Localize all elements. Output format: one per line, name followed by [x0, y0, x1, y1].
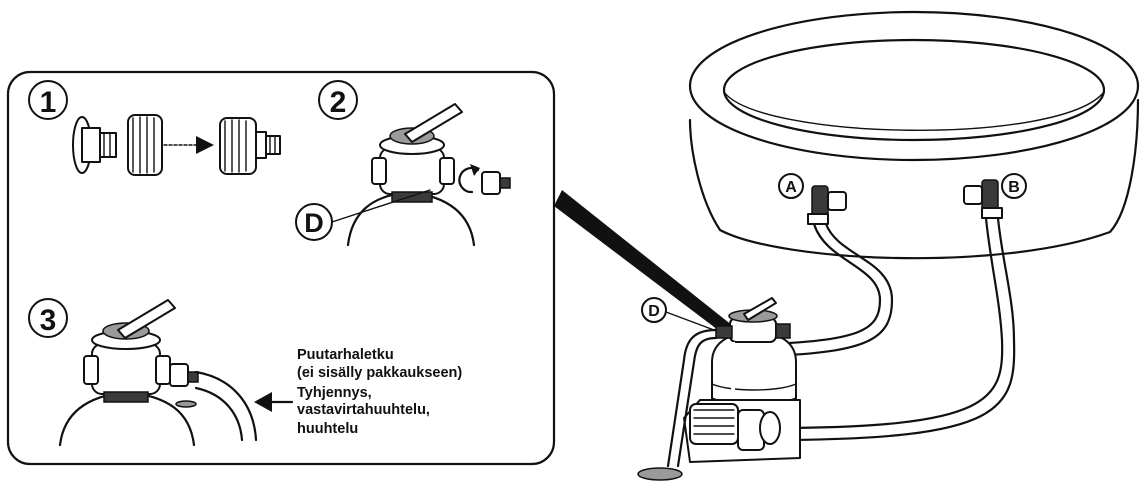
above-ground-pool	[688, 10, 1140, 260]
sand-filter-pump	[683, 297, 801, 463]
inset-frame	[6, 70, 556, 466]
step-3-badge	[28, 298, 68, 338]
label-b-badge	[1001, 173, 1027, 199]
label-d-leader	[331, 189, 431, 223]
label-d: D	[648, 303, 660, 320]
step-1-group: 1	[28, 80, 281, 176]
drain-puddle	[637, 467, 683, 481]
multiport-valve-step3	[83, 299, 176, 403]
multiport-valve	[371, 103, 463, 203]
valve-handle-step3	[117, 299, 176, 339]
drain-hose	[637, 328, 718, 481]
hose-arrow-head	[254, 392, 272, 412]
label-a-badge	[778, 173, 804, 199]
assembled-part	[219, 117, 281, 175]
step-1-number: 1	[40, 86, 57, 119]
connector-b	[963, 179, 1003, 219]
hose-b	[768, 216, 1016, 442]
zoom-pointer	[554, 190, 738, 336]
step-3-number: 3	[40, 304, 57, 337]
step-3-group: 3 Puutarhaletku (ei sisälly pakkaukseen)	[28, 298, 462, 447]
connector-a	[807, 185, 847, 225]
nut-part	[127, 114, 163, 176]
drain-cap	[458, 164, 511, 195]
caption-line-3: Tyhjennys,	[297, 385, 372, 401]
step-1-badge	[28, 80, 68, 120]
caption-line-1: Puutarhaletku	[297, 347, 394, 363]
pool-ring-outer	[688, 10, 1140, 162]
label-d-badge	[641, 297, 667, 323]
caption-line-2: (ei sisälly pakkaukseen)	[297, 365, 462, 381]
caption-line-5: huuhtelu	[297, 421, 358, 437]
valve-handle	[404, 103, 463, 143]
pool-ring-inner	[722, 38, 1106, 142]
inset-panel	[6, 70, 556, 466]
label-d-inset: D	[304, 208, 324, 238]
label-a: A	[785, 179, 797, 196]
hose-caption: Puutarhaletku (ei sisälly pakkaukseen) T…	[297, 347, 462, 437]
filter-valve-handle	[743, 297, 777, 321]
pool-ring-shade	[723, 91, 1105, 131]
caption-line-4: vastavirtahuuhtelu,	[297, 402, 430, 418]
step-2-number: 2	[330, 86, 347, 119]
step-2-badge	[318, 80, 358, 120]
pool-wall	[688, 98, 1140, 260]
drain-port	[715, 325, 733, 339]
hose-a	[768, 222, 894, 358]
hose-adapter-part	[72, 116, 117, 174]
garden-hose-connection	[169, 363, 258, 442]
label-b: B	[1008, 179, 1020, 196]
label-d-pointer	[665, 311, 715, 331]
step-2-group: 2 D	[295, 80, 511, 247]
assembly-arrow-head	[196, 136, 214, 154]
